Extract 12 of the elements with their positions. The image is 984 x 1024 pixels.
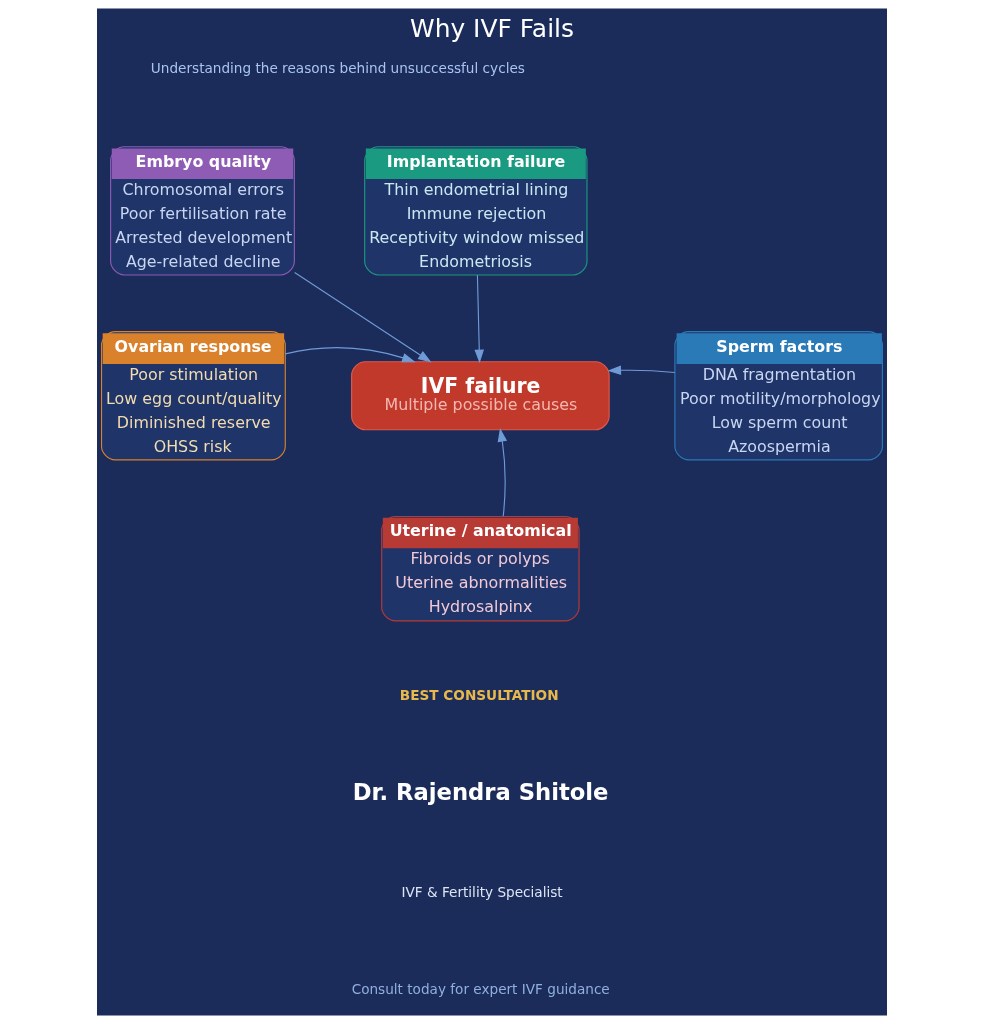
diagram-title: Why IVF Fails bbox=[409, 14, 575, 44]
arrow bbox=[474, 274, 485, 364]
arrow bbox=[607, 365, 676, 376]
label: BEST CONSULTATION bbox=[399, 687, 559, 704]
arrow bbox=[294, 272, 432, 363]
label: IVF & Fertility Specialist bbox=[401, 883, 563, 900]
label: Dr. Rajendra Shitole bbox=[352, 779, 609, 806]
label: Consult today for expert IVF guidance bbox=[351, 981, 610, 998]
label: Understanding the reasons behind unsuccessful cycles bbox=[150, 60, 525, 77]
node-box: IVF failure Multiple possible causes bbox=[351, 361, 610, 431]
arrow bbox=[497, 428, 508, 517]
arrow bbox=[284, 347, 416, 363]
